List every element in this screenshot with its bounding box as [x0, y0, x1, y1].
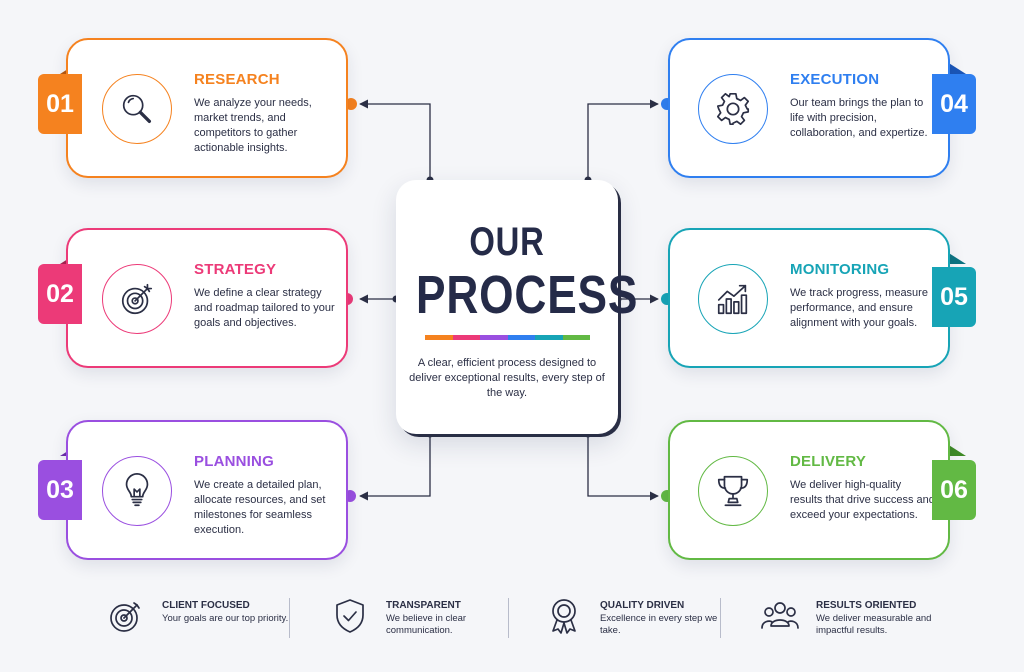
connector-delivery	[587, 434, 659, 501]
step-icon-circle	[102, 264, 172, 334]
feature-title: TRANSPARENT	[386, 600, 461, 611]
connector-execution	[587, 99, 659, 180]
step-description: We analyze your needs, market trends, an…	[194, 97, 312, 154]
shield-check-icon	[336, 599, 364, 633]
feature-description: Your goals are our top priority.	[162, 613, 289, 624]
feature-quality-driven: QUALITY DRIVEN Excellence in every step …	[544, 592, 717, 644]
feature-description: We believe in clear communication.	[386, 613, 467, 636]
step-number-tab: 02	[38, 264, 82, 324]
step-icon-circle	[698, 456, 768, 526]
step-title: EXECUTION	[790, 71, 880, 88]
step-icon-circle	[698, 264, 768, 334]
feature-title: QUALITY DRIVEN	[600, 600, 685, 611]
feature-title: CLIENT FOCUSED	[162, 600, 250, 611]
trophy-icon	[717, 475, 749, 507]
step-icon-circle	[102, 456, 172, 526]
connector-planning	[359, 434, 431, 501]
lightbulb-icon	[125, 473, 149, 507]
step-card-delivery: DELIVERY We deliver high-quality results…	[668, 420, 950, 560]
target-icon	[121, 283, 153, 315]
feature-transparent: TRANSPARENT We believe in clear communic…	[330, 592, 500, 644]
step-number-tab: 01	[38, 74, 82, 134]
feature-title: RESULTS ORIENTED	[816, 600, 917, 611]
feature-divider	[289, 598, 290, 638]
target-icon	[110, 602, 140, 632]
center-title-line2: PROCESS	[415, 265, 639, 325]
award-ribbon-icon	[552, 599, 576, 634]
center-description: A clear, efficient process designed to d…	[409, 357, 605, 399]
endpoint-dot-research	[345, 98, 357, 110]
feature-divider	[508, 598, 509, 638]
step-title: RESEARCH	[194, 71, 280, 88]
step-number-tab: 05	[932, 267, 976, 327]
step-title: STRATEGY	[194, 261, 277, 278]
step-card-execution: EXECUTION Our team brings the plan to li…	[668, 38, 950, 178]
rainbow-bar	[425, 335, 590, 340]
center-title-line1: OUR	[469, 220, 545, 264]
connector-research	[359, 99, 431, 180]
step-description: We track progress, measure performance, …	[790, 287, 928, 329]
feature-results-oriented: RESULTS ORIENTED We deliver measurable a…	[760, 592, 950, 644]
magnifier-icon	[122, 94, 152, 124]
step-card-research: RESEARCH We analyze your needs, market t…	[66, 38, 348, 178]
step-icon-circle	[102, 74, 172, 144]
feature-description: Excellence in every step we take.	[600, 613, 718, 636]
feature-description: We deliver measurable and impactful resu…	[816, 613, 932, 636]
feature-client-focused: CLIENT FOCUSED Your goals are our top pr…	[106, 592, 288, 644]
step-title: MONITORING	[790, 261, 890, 278]
step-number-tab: 04	[932, 74, 976, 134]
step-icon-circle	[698, 74, 768, 144]
step-number-tab: 06	[932, 460, 976, 520]
features-row: CLIENT FOCUSED Your goals are our top pr…	[0, 592, 1024, 644]
feature-divider	[720, 598, 721, 638]
step-title: DELIVERY	[790, 453, 867, 470]
step-description: We define a clear strategy and roadmap t…	[194, 287, 335, 329]
step-description: Our team brings the plan to life with pr…	[790, 97, 928, 139]
growth-chart-icon	[717, 284, 748, 315]
team-icon	[761, 602, 799, 629]
step-number-tab: 03	[38, 460, 82, 520]
step-card-planning: PLANNING We create a detailed plan, allo…	[66, 420, 348, 560]
step-card-strategy: STRATEGY We define a clear strategy and …	[66, 228, 348, 368]
center-card: OUR PROCESS A clear, efficient process d…	[396, 180, 639, 434]
step-description: We create a detailed plan, allocate reso…	[194, 479, 326, 536]
gear-icon	[716, 92, 750, 126]
step-card-monitoring: MONITORING We track progress, measure pe…	[668, 228, 950, 368]
step-title: PLANNING	[194, 453, 274, 470]
step-description: We deliver high-quality results that dri…	[790, 479, 935, 521]
